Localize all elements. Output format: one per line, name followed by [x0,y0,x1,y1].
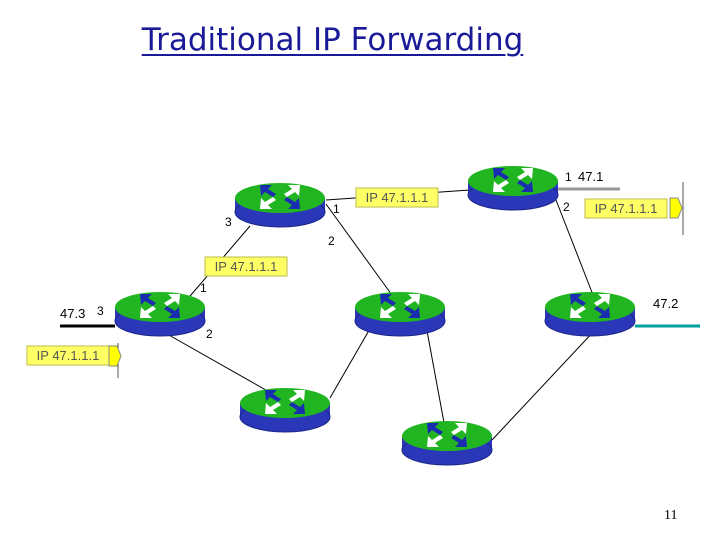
link-right-bottomright [491,329,596,441]
svg-text:IP 47.1.1.1: IP 47.1.1.1 [215,259,278,274]
link-left-bottomleft [159,329,281,399]
port-label: 1 [200,281,207,295]
packet-left: IP 47.1.1.1 [26,345,110,366]
port-label: 2 [328,234,335,248]
port-label: 2 [563,200,570,214]
port-label: 1 [333,202,340,216]
router-top-right [468,166,558,210]
packet-middle-left: IP 47.1.1.1 [204,256,288,277]
port-label: 2 [206,327,213,341]
prefix-label-47-3: 47.3 [60,306,85,321]
port-label: 3 [225,215,232,229]
port-label: 3 [97,304,104,318]
prefix-label-47-2: 47.2 [653,296,678,311]
svg-text:IP 47.1.1.1: IP 47.1.1.1 [595,201,658,216]
packet-arrow-right [669,182,684,235]
packet-top: IP 47.1.1.1 [355,187,439,208]
port-label: 1 [565,170,572,184]
packet-right: IP 47.1.1.1 [584,198,668,219]
router-left [115,292,205,336]
router-right [545,292,635,336]
packet-arrow-left [108,343,122,378]
page-title: Traditional IP Forwarding [141,22,524,58]
link-tr-right [555,199,596,301]
router-bottom-left [240,388,330,432]
link-tl-center [325,203,398,303]
svg-text:IP 47.1.1.1: IP 47.1.1.1 [366,190,429,205]
router-bottom-right [402,421,492,465]
link-center-bottomleft [329,319,376,399]
svg-text:IP 47.1.1.1: IP 47.1.1.1 [37,348,100,363]
prefix-label-47-1: 47.1 [578,169,603,184]
router-top-left [235,183,325,227]
page-number: 11 [664,508,678,523]
link-center-bottomright [424,319,446,429]
router-center [355,292,445,336]
